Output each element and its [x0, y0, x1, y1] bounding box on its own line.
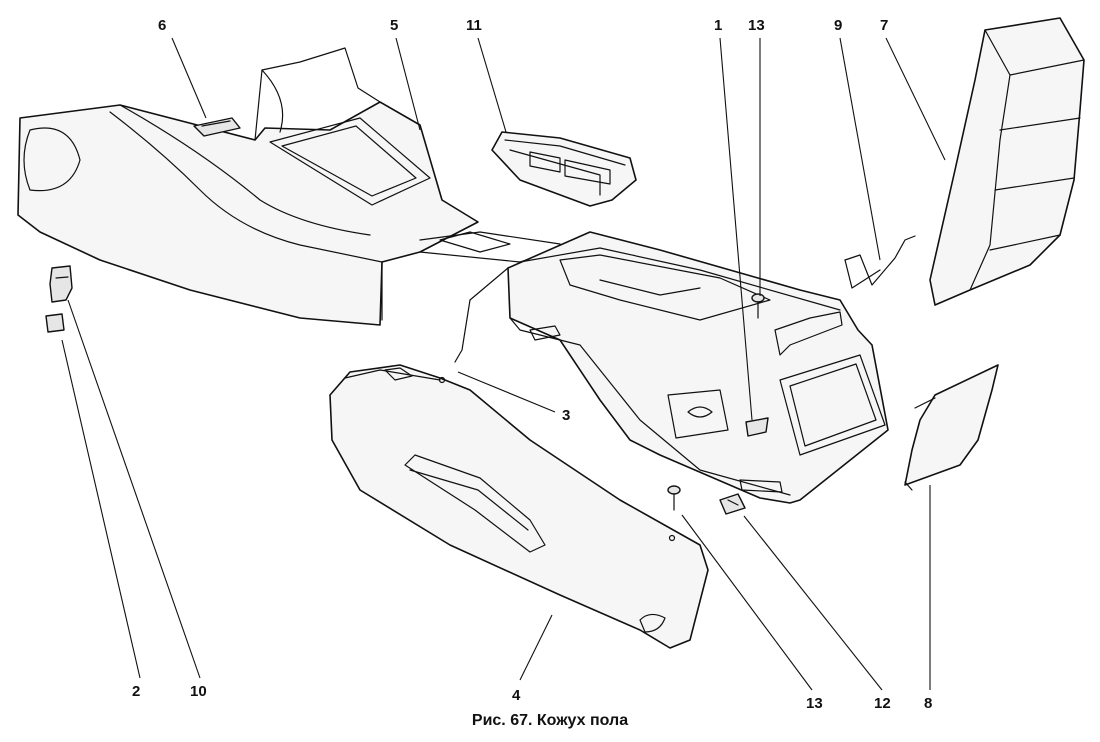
callout-3: 3 — [562, 407, 570, 424]
callout-6: 6 — [158, 17, 166, 34]
callout-11: 11 — [466, 17, 482, 34]
callout-10: 10 — [190, 683, 207, 700]
tray-insert — [491, 131, 637, 207]
lid-spring — [844, 235, 916, 289]
callout-9: 9 — [834, 17, 842, 34]
front-console-housing — [17, 47, 561, 326]
nut-clip — [719, 493, 746, 515]
callout-1: 1 — [714, 17, 722, 34]
screw-lower — [667, 485, 681, 511]
rear-console-body — [454, 231, 889, 504]
callout-4: 4 — [512, 687, 521, 704]
leader-lines — [61, 37, 946, 691]
screw-upper — [751, 293, 765, 319]
clip-part-2 — [45, 313, 65, 333]
armrest-lid — [929, 17, 1085, 306]
callout-7: 7 — [880, 17, 888, 34]
side-trim-panel — [329, 364, 709, 649]
callout-2: 2 — [132, 683, 140, 700]
figure-caption: Рис. 67. Кожух пола — [471, 712, 629, 729]
storage-door — [904, 364, 999, 491]
callout-5: 5 — [390, 17, 398, 34]
callout-labels: 6 5 11 1 13 9 7 3 2 10 4 13 12 8 — [132, 17, 932, 712]
callout-12: 12 — [874, 695, 891, 712]
callout-8: 8 — [924, 695, 932, 712]
callout-13-top: 13 — [748, 17, 765, 34]
clip-part-10 — [49, 265, 73, 303]
clip-part-6 — [193, 117, 241, 137]
callout-13-bottom: 13 — [806, 695, 823, 712]
